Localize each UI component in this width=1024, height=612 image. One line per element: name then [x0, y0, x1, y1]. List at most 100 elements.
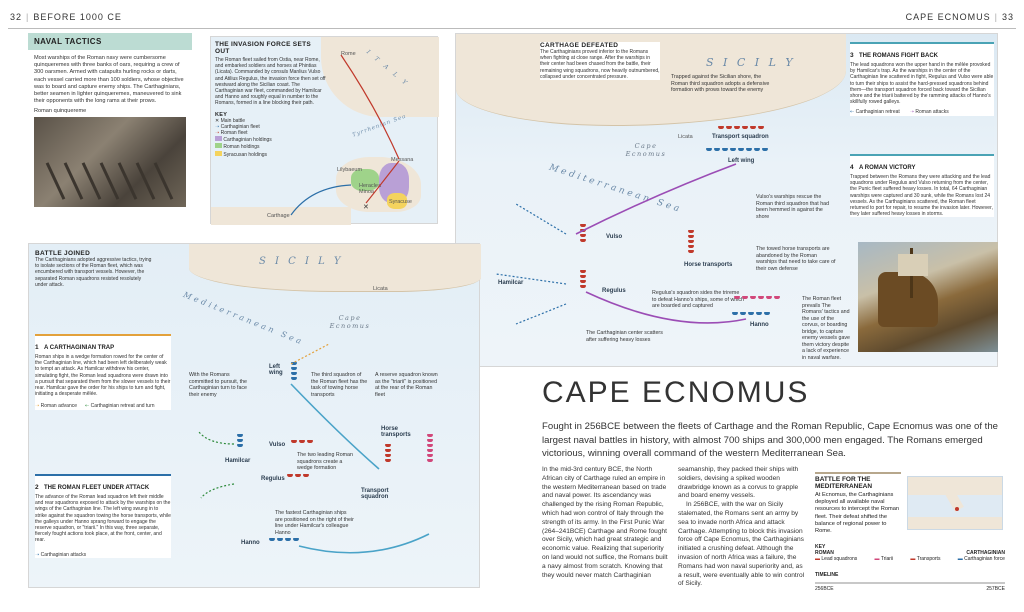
force-transport-squadron: Transport squadron: [712, 134, 769, 140]
naval-battle-painting: [858, 242, 998, 352]
key-roman-holdings: Roman holdings: [215, 143, 327, 150]
carthage-intro: CARTHAGE DEFEATED The Carthaginians prov…: [540, 42, 660, 81]
timeline-end: 257BCE: [986, 586, 1005, 592]
place-rome: Rome: [341, 51, 356, 57]
key-triarii: ▬ Triarii: [874, 556, 894, 562]
key-carthaginian-holdings: Carthaginian holdings: [215, 136, 327, 143]
bfm-roman-label: ROMAN: [815, 550, 834, 556]
battle-arrows: [198, 343, 430, 554]
advance-arrow-icon: ➝: [35, 403, 40, 410]
force-hamilcar: Hamilcar: [498, 280, 524, 286]
article-intro: Fought in 256BCE between the fleets of C…: [542, 421, 998, 459]
article-header: CAPE ECNOMUS Fought in 256BCE between th…: [542, 376, 1002, 461]
body-column-1: In the mid-3rd century BCE, the North Af…: [542, 466, 668, 579]
force-vulso: Vulso: [606, 234, 623, 240]
label-regulus-trireme: Regulus's squadron sides the trireme to …: [652, 290, 744, 309]
bfm-title: BATTLE FOR THE MEDITERRANEAN: [815, 472, 901, 490]
label-center-scatters: The Carthaginian center scatters after s…: [586, 330, 663, 343]
attack-arrow-icon: ➝: [909, 109, 914, 116]
label-abandoned: The towed horse transports are abandoned…: [756, 246, 836, 272]
battle-triarii-ships: [427, 434, 433, 462]
regulus-ships: [580, 270, 586, 288]
invasion-title: THE INVASION FORCE SETS OUT: [215, 41, 311, 55]
victory-text: Trapped between the Romans they were att…: [850, 174, 993, 218]
page-number-left: 32: [10, 12, 23, 22]
header-rule: [8, 28, 1016, 29]
bfm-key: KEY ROMAN CARTHAGINIAN ▬ Lead squadrons …: [815, 544, 1005, 562]
body-column-2-para-2: In 256BCE, with the war on Sicily stalem…: [678, 501, 805, 588]
battle-horse-ships: [385, 444, 391, 462]
label-vulso-rescue: Vulso's warships rescue the Roman third …: [756, 194, 830, 220]
force-regulus: Regulus: [602, 288, 626, 294]
retreat-arrow-2: [495, 273, 567, 285]
battle-force-vulso: Vulso: [269, 442, 286, 448]
label-prevails: The Roman fleet prevails The Romans' tac…: [802, 296, 850, 361]
trap-title: A CARTHAGINIAN TRAP: [44, 345, 115, 351]
battle-cross-marker: ✕: [363, 204, 369, 211]
horse-transport-ships: [688, 230, 694, 253]
quinquereme-relief-image: [34, 117, 186, 208]
carthaginian-route: [290, 184, 352, 216]
battle-vulso-ships: [291, 440, 313, 443]
battle-text: The Carthaginians adopted aggressive tac…: [35, 257, 152, 288]
key-transports: ▬ Transports: [910, 556, 941, 562]
battle-sicily-label: S I C I L Y: [259, 256, 344, 267]
carthage-title: CARTHAGE DEFEATED: [540, 42, 619, 49]
invasion-routes: ✕: [290, 54, 400, 216]
battle-force-hanno: Hanno: [241, 540, 260, 546]
label-reserve: A reserve squadron known as the "triarii…: [375, 372, 438, 398]
battle-force-horse-transports: Horse transports: [381, 426, 411, 438]
sicily-label: S I C I L Y: [706, 56, 796, 69]
label-trapped: Trapped against the Sicilian shore, the …: [671, 74, 770, 93]
carthaginian-turn-arrow-2: [200, 483, 235, 499]
section-left: BEFORE 1000 CE: [33, 12, 122, 22]
battle-force-regulus: Regulus: [261, 476, 285, 482]
carthage-arrows: [495, 163, 747, 325]
roman-attack-arrow-2: [585, 291, 747, 324]
africa-landmass: [211, 207, 351, 225]
hanno-ships: [732, 312, 770, 315]
battle-cape-label: Cape Ecnomus: [329, 314, 371, 330]
battle-intro: BATTLE JOINED The Carthaginians adopted …: [35, 250, 153, 288]
carthaginian-turn-arrow: [198, 431, 235, 445]
fight-back-title: THE ROMANS FIGHT BACK: [859, 53, 938, 59]
battle-regulus-ships: [287, 474, 309, 477]
step-3-number: 3: [850, 52, 854, 59]
bfm-key-title: KEY: [815, 544, 826, 550]
carthage-text: The Carthaginians proved inferior to the…: [540, 49, 660, 80]
under-attack-text: The advance of the Roman lead squadron l…: [35, 494, 171, 544]
syracusan-holdings-area: [387, 193, 407, 209]
page-number-right: 33: [1001, 12, 1014, 22]
label-third-squadron: The third squadron of the Roman fleet ha…: [311, 372, 368, 398]
place-messana: Messana: [391, 157, 414, 163]
key-lead-squadrons: ▬ Lead squadrons: [815, 556, 858, 562]
timeline-start: 256BCE: [815, 586, 834, 592]
battle-force-hamilcar: Hamilcar: [225, 458, 251, 464]
key-syracusan-holdings: Syracusan holdings: [215, 150, 327, 158]
sicily-coast-battle: [189, 244, 481, 292]
under-attack-title: THE ROMAN FLEET UNDER ATTACK: [44, 485, 150, 491]
invasion-map-panel: THE INVASION FORCE SETS OUT The Roman fl…: [210, 36, 439, 225]
key-carthaginian-force: ▬ Carthaginian force: [957, 556, 1005, 562]
body-column-2: seamanship, they packed their ships with…: [678, 466, 806, 589]
timeline-title: TIMELINE: [815, 572, 839, 578]
roman-attack-arrow: [575, 163, 737, 235]
left-wing-attack-arrow: [290, 383, 380, 470]
step-2-number: 2: [35, 484, 39, 491]
bfm-timeline: TIMELINE 256BCE 257BCE: [815, 572, 1005, 592]
battle-force-transport-squadron: Transport squadron: [361, 488, 389, 500]
place-carthage: Carthage: [267, 213, 290, 219]
battle-title: BATTLE JOINED: [35, 250, 91, 257]
retreat-arrow-icon: ⇠: [850, 109, 855, 116]
battle-for-mediterranean-box: BATTLE FOR THE MEDITERRANEAN At Ecnomus,…: [815, 472, 1005, 597]
force-horse-transports: Horse transports: [684, 262, 733, 268]
label-committed: With the Romans committed to pursuit, th…: [189, 372, 248, 398]
photo-caption: Roman quinquereme: [34, 108, 87, 115]
trap-legend: ➝ Roman advance ⇠ Carthaginian retreat a…: [35, 403, 155, 410]
naval-tactics-panel: NAVAL TACTICS Most warships of the Roman…: [28, 33, 192, 228]
battle-force-left-wing: Left wing: [269, 364, 283, 376]
roman-advance-arrow: [290, 343, 330, 365]
place-heraclea: Heraclea Minoa: [359, 183, 382, 195]
